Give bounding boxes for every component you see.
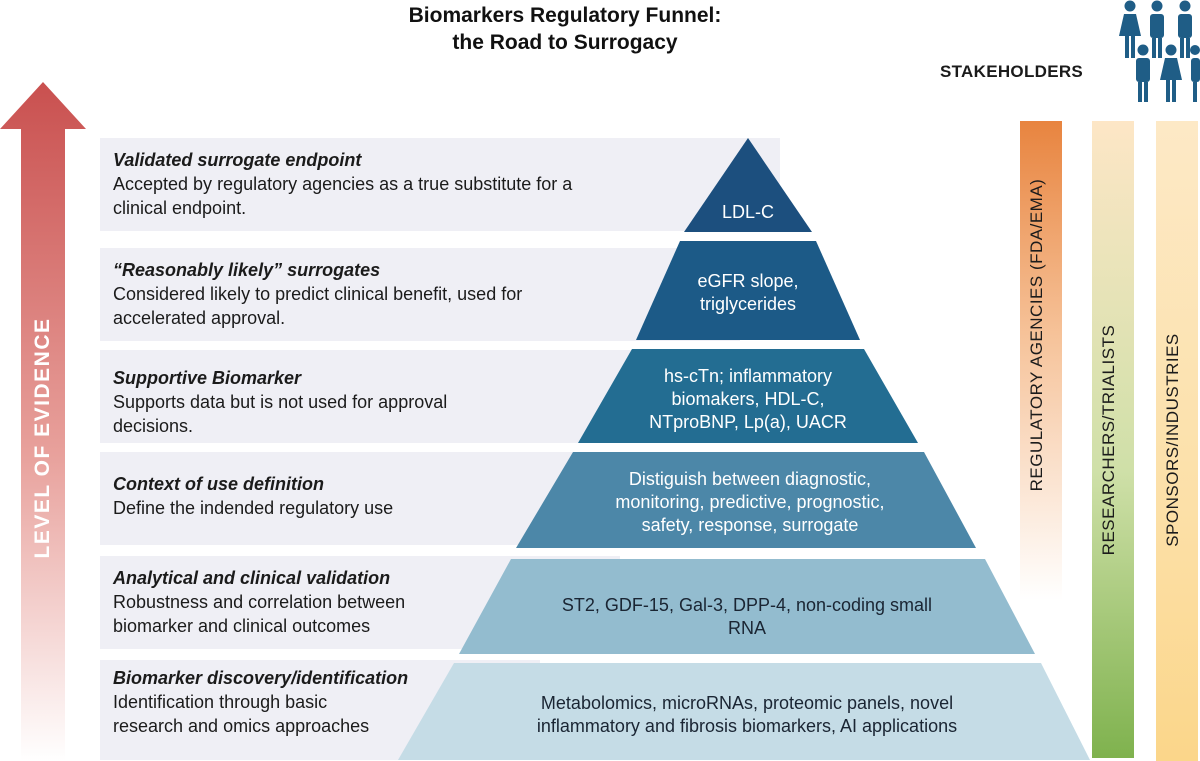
- title-line-2: the Road to Surrogacy: [452, 31, 678, 54]
- level-description-line: Robustness and correlation between: [113, 592, 406, 612]
- level-description-line: Define the indended regulatory use: [113, 498, 394, 518]
- tier-text-validated-surrogate: LDL-C: [648, 201, 848, 224]
- bar-label-researchers-trialists: RESEARCHERS/TRIALISTS: [1099, 324, 1118, 556]
- diagram-title: Biomarkers Regulatory Funnel: the Road t…: [330, 2, 800, 56]
- tier-text-context-of-use: Distiguish between diagnostic, monitorin…: [550, 468, 950, 537]
- title-line-1: Biomarkers Regulatory Funnel:: [408, 4, 722, 27]
- level-heading: “Reasonably likely” surrogates: [113, 260, 381, 280]
- level-of-evidence-arrow: [0, 82, 86, 761]
- tier-reasonably-likely: [636, 241, 860, 340]
- tier-line: RNA: [727, 618, 766, 638]
- level-heading: Analytical and clinical validation: [113, 568, 391, 588]
- tier-line: eGFR slope,: [697, 271, 799, 291]
- tier-analytical-validation: [459, 559, 1035, 654]
- tier-text-discovery: Metabolomics, microRNAs, proteomic panel…: [437, 692, 1057, 738]
- level-description-line: biomarker and clinical outcomes: [113, 616, 371, 636]
- bar-regulatory-agencies: [1020, 121, 1062, 601]
- level-heading: Validated surrogate endpoint: [113, 150, 362, 170]
- tier-line: hs-cTn; inflammatory: [663, 366, 833, 386]
- stakeholders-label: STAKEHOLDERS: [940, 62, 1084, 81]
- bar-label-regulatory-agencies: REGULATORY AGENCIES (FDA/EMA): [1027, 178, 1046, 492]
- level-heading: Biomarker discovery/identification: [113, 668, 409, 688]
- tier-line: safety, response, surrogate: [641, 515, 859, 535]
- level-row-reasonably-likely: “Reasonably likely” surrogates Considere…: [100, 248, 740, 341]
- tier-line: monitoring, predictive, prognostic,: [615, 492, 885, 512]
- bar-sponsors-industries: [1156, 121, 1198, 761]
- tier-validated-surrogate: [684, 138, 812, 232]
- level-heading: Supportive Biomarker: [113, 368, 302, 388]
- tier-line: ST2, GDF-15, Gal-3, DPP-4, non-coding sm…: [561, 595, 933, 615]
- tier-discovery: [398, 663, 1090, 760]
- tier-line: NTproBNP, Lp(a), UACR: [649, 412, 847, 432]
- level-description-line: Identification through basic: [113, 692, 328, 712]
- tier-context-of-use: [516, 452, 976, 548]
- bar-researchers-trialists: [1092, 121, 1134, 758]
- tier-line: Metabolomics, microRNAs, proteomic panel…: [540, 693, 954, 713]
- level-description-line: accelerated approval.: [113, 308, 286, 328]
- people-group-icon: [1119, 0, 1200, 102]
- bar-label-sponsors-industries: SPONSORS/INDUSTRIES: [1163, 333, 1182, 547]
- tier-text-supportive-biomarker: hs-cTn; inflammatory biomakers, HDL-C, N…: [598, 365, 898, 434]
- level-description-line: research and omics approaches: [113, 716, 370, 736]
- level-row-validated-surrogate: Validated surrogate endpoint Accepted by…: [100, 138, 780, 231]
- tier-line: LDL-C: [721, 202, 774, 222]
- tier-line: inflammatory and fibrosis biomarkers, AI…: [536, 716, 958, 736]
- tier-line: triglycerides: [699, 294, 797, 314]
- level-heading: Context of use definition: [113, 474, 324, 494]
- level-description-line: Accepted by regulatory agencies as a tru…: [113, 174, 573, 194]
- level-description-line: Supports data but is not used for approv…: [113, 392, 448, 412]
- tier-text-reasonably-likely: eGFR slope, triglycerides: [648, 270, 848, 316]
- level-description-line: Considered likely to predict clinical be…: [113, 284, 523, 304]
- tier-text-analytical-validation: ST2, GDF-15, Gal-3, DPP-4, non-coding sm…: [497, 594, 997, 640]
- tier-line: biomakers, HDL-C,: [671, 389, 825, 409]
- level-description-line: decisions.: [113, 416, 194, 436]
- tier-supportive-biomarker: [578, 349, 918, 443]
- level-description-line: clinical endpoint.: [113, 198, 247, 218]
- tier-line: Distiguish between diagnostic,: [628, 469, 872, 489]
